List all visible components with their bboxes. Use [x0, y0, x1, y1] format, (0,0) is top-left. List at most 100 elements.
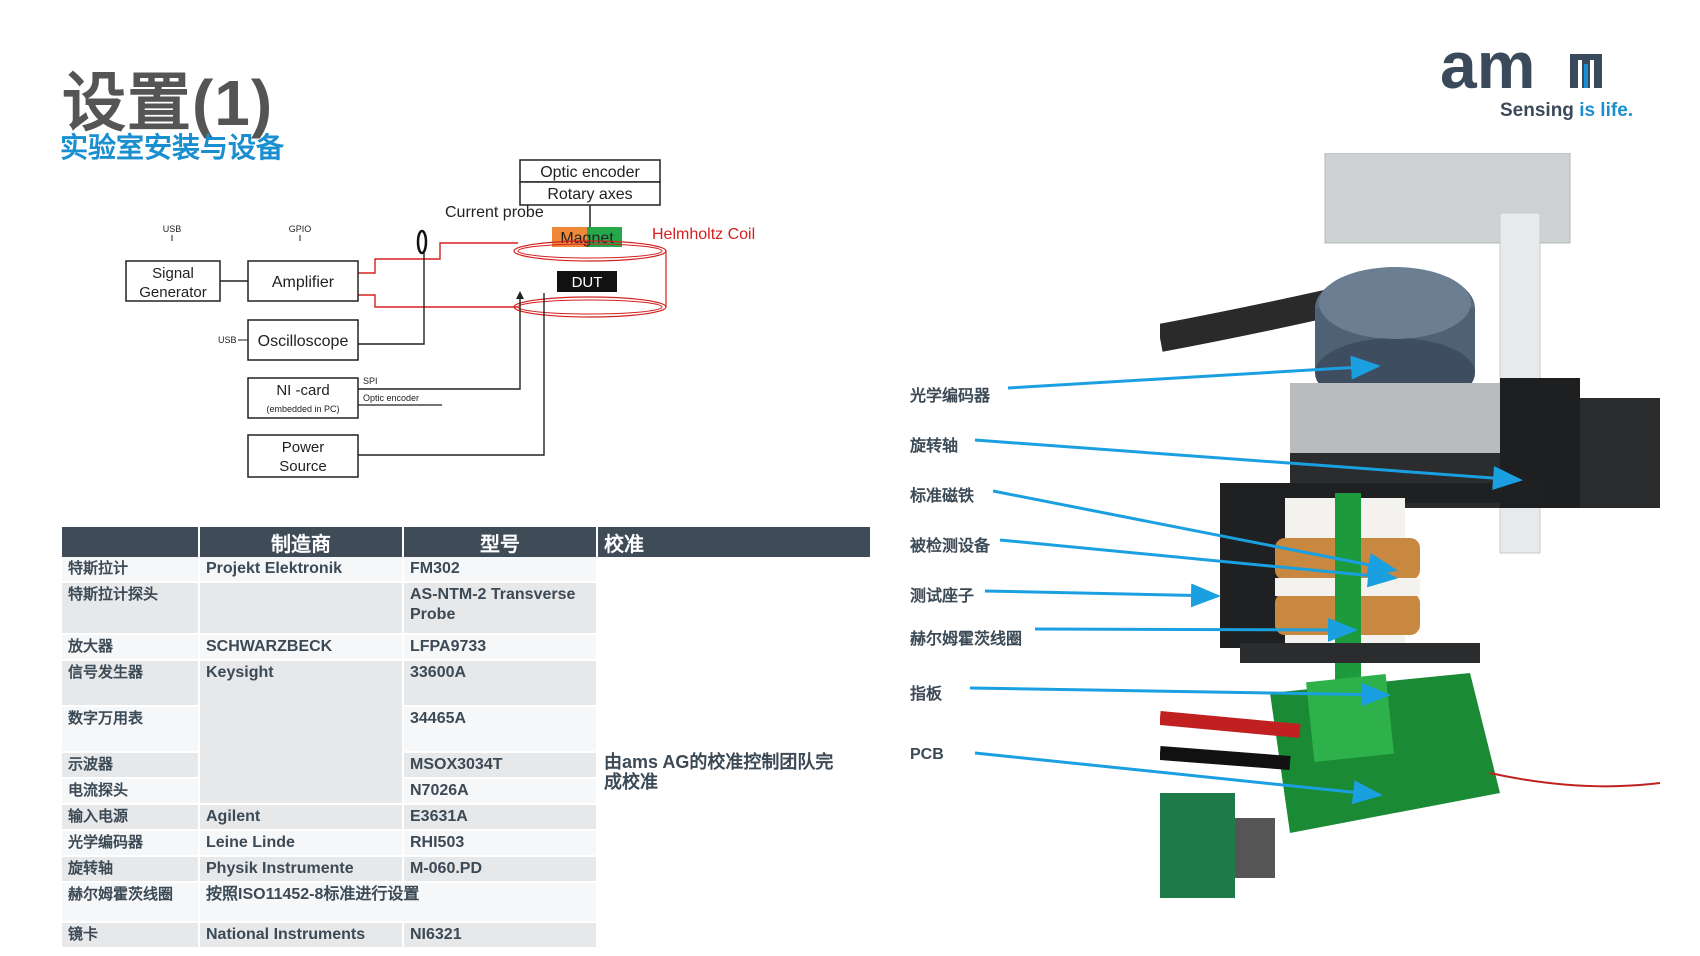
arrow-coil	[1034, 617, 1358, 642]
row-maker: Leine Linde	[199, 830, 404, 857]
row-item: 信号发生器	[62, 660, 200, 707]
spi-label: SPI	[363, 376, 378, 386]
table-row: 电流探头 N7026A	[62, 778, 870, 805]
equipment-table: 制造商 型号 校准 特斯拉计 Projekt Elektronik FM302 …	[62, 527, 870, 949]
signal-generator-label-2: Generator	[139, 284, 207, 301]
coil-top-inner	[517, 243, 663, 259]
row-item: 特斯拉计探头	[62, 582, 200, 635]
magnet-label: Magnet	[560, 230, 614, 247]
arrow-pcb	[974, 751, 1383, 805]
page-title: 设置(1)	[62, 67, 274, 139]
setup-photo	[1160, 153, 1660, 898]
usb-top-label: USB	[163, 224, 182, 234]
table-row: 放大器 SCHWARZBECK LFPA9733	[62, 634, 870, 661]
row-maker: SCHWARZBECK	[199, 634, 404, 661]
photo-label-coil: 赫尔姆霍茨线圈	[910, 631, 1023, 648]
table-row: 信号发生器 Keysight 33600A	[62, 660, 870, 805]
ams-logo-mark: am	[1440, 28, 1602, 102]
tagline-accent: is life.	[1579, 100, 1634, 121]
arrow-optic-encoder	[1007, 355, 1381, 390]
row-model: RHI503	[403, 830, 598, 857]
arrow-rotary-axis	[974, 438, 1523, 490]
row-maker: Agilent	[199, 804, 404, 831]
table-row: 示波器 MSOX3034T	[62, 752, 870, 779]
photo-label-rotary-axis: 旋转轴	[910, 438, 959, 455]
arrow-magnet	[992, 489, 1398, 577]
optic-encoder-line-label: Optic encoder	[363, 393, 419, 403]
calibration-note: 由ams AG的校准控制团队完成校准	[597, 557, 870, 949]
row-model: M-060.PD	[403, 856, 598, 883]
table-row: 数字万用表 34465A	[62, 706, 870, 753]
header-calibration: 校准	[597, 527, 870, 557]
arrow-dut	[999, 538, 1398, 588]
arrow-finger-board	[969, 682, 1391, 707]
row-model: NI6321	[403, 922, 598, 949]
row-model: 33600A	[403, 660, 598, 707]
table-row: 旋转轴 Physik Instrumente M-060.PD	[62, 856, 870, 883]
ni-card-label: NI -card	[276, 382, 329, 399]
current-probe-label: Current probe	[445, 204, 544, 221]
table-row: 镜卡 National Instruments NI6321	[62, 922, 870, 949]
logo-brand: am	[1440, 40, 1535, 100]
row-item: 放大器	[62, 634, 200, 661]
amplifier-label: Amplifier	[272, 274, 335, 291]
row-item: 数字万用表	[62, 706, 200, 753]
oscilloscope-label: Oscilloscope	[258, 333, 349, 350]
row-item: 赫尔姆霍茨线圈	[62, 882, 200, 923]
row-model: FM302	[403, 557, 598, 583]
table-header-row: 制造商 型号 校准	[62, 527, 870, 557]
tagline-plain: Sensing	[1500, 100, 1580, 121]
table-row: 输入电源 Agilent E3631A	[62, 804, 870, 831]
dut-block	[557, 271, 617, 292]
helmholtz-coil-label: Helmholtz Coil	[652, 226, 755, 243]
table-row: 光学编码器 Leine Linde RHI503	[62, 830, 870, 857]
photo-label-dut: 被检测设备	[910, 538, 991, 555]
signal-generator-block	[125, 260, 221, 302]
photo-label-magnet: 标准磁铁	[910, 488, 975, 505]
row-model: N7026A	[403, 778, 598, 805]
row-maker: Projekt Elektronik	[199, 557, 404, 583]
header-maker: 制造商	[199, 527, 404, 557]
header-model: 型号	[403, 527, 598, 557]
table-row: 特斯拉计探头 AS-NTM-2 Transverse Probe	[62, 582, 870, 635]
setup-block-diagram: Optic encoder Rotary axes Current probe …	[125, 159, 755, 478]
row-item: 镜卡	[62, 922, 200, 949]
row-maker: National Instruments	[199, 922, 404, 949]
usb-left-label: USB	[218, 335, 237, 345]
signal-generator-label-1: Signal	[152, 265, 194, 282]
row-item: 光学编码器	[62, 830, 200, 857]
table-row: 特斯拉计 Projekt Elektronik FM302 由ams AG的校准…	[62, 557, 870, 949]
ams-logo: am Sensing is life.	[1440, 28, 1640, 130]
ni-card-block	[247, 377, 359, 419]
page-subtitle: 实验室安装与设备	[60, 132, 285, 163]
current-probe-icon	[416, 229, 428, 255]
oscilloscope-block	[247, 319, 359, 361]
row-item: 旋转轴	[62, 856, 200, 883]
row-maker: 按照ISO11452-8标准进行设置	[199, 882, 598, 923]
gpio-label: GPIO	[289, 224, 312, 234]
calibration-note-text: 由ams AG的校准控制团队完成校准	[604, 752, 834, 792]
row-model: E3631A	[403, 804, 598, 831]
power-label-1: Power	[282, 439, 325, 456]
setup-photo-illustration	[1160, 153, 1660, 898]
row-maker: Keysight	[199, 660, 404, 805]
row-item: 特斯拉计	[62, 557, 200, 583]
logo-tagline: Sensing is life.	[1500, 100, 1633, 122]
power-source-block	[247, 434, 359, 478]
row-model: AS-NTM-2 Transverse Probe	[403, 582, 598, 635]
arrow-socket	[984, 583, 1221, 608]
photo-label-socket: 测试座子	[910, 588, 975, 605]
row-maker: Physik Instrumente	[199, 856, 404, 883]
photo-label-optic-encoder: 光学编码器	[910, 388, 991, 405]
table-row: 赫尔姆霍茨线圈 按照ISO11452-8标准进行设置	[62, 882, 870, 923]
row-maker	[199, 582, 404, 635]
row-model: MSOX3034T	[403, 752, 598, 779]
photo-label-pcb: PCB	[910, 746, 944, 763]
header-item	[62, 527, 200, 557]
power-label-2: Source	[279, 458, 327, 475]
photo-label-finger-board: 指板	[910, 686, 943, 703]
optic-encoder-label: Optic encoder	[540, 164, 640, 181]
row-item: 输入电源	[62, 804, 200, 831]
dut-label: DUT	[572, 274, 603, 291]
